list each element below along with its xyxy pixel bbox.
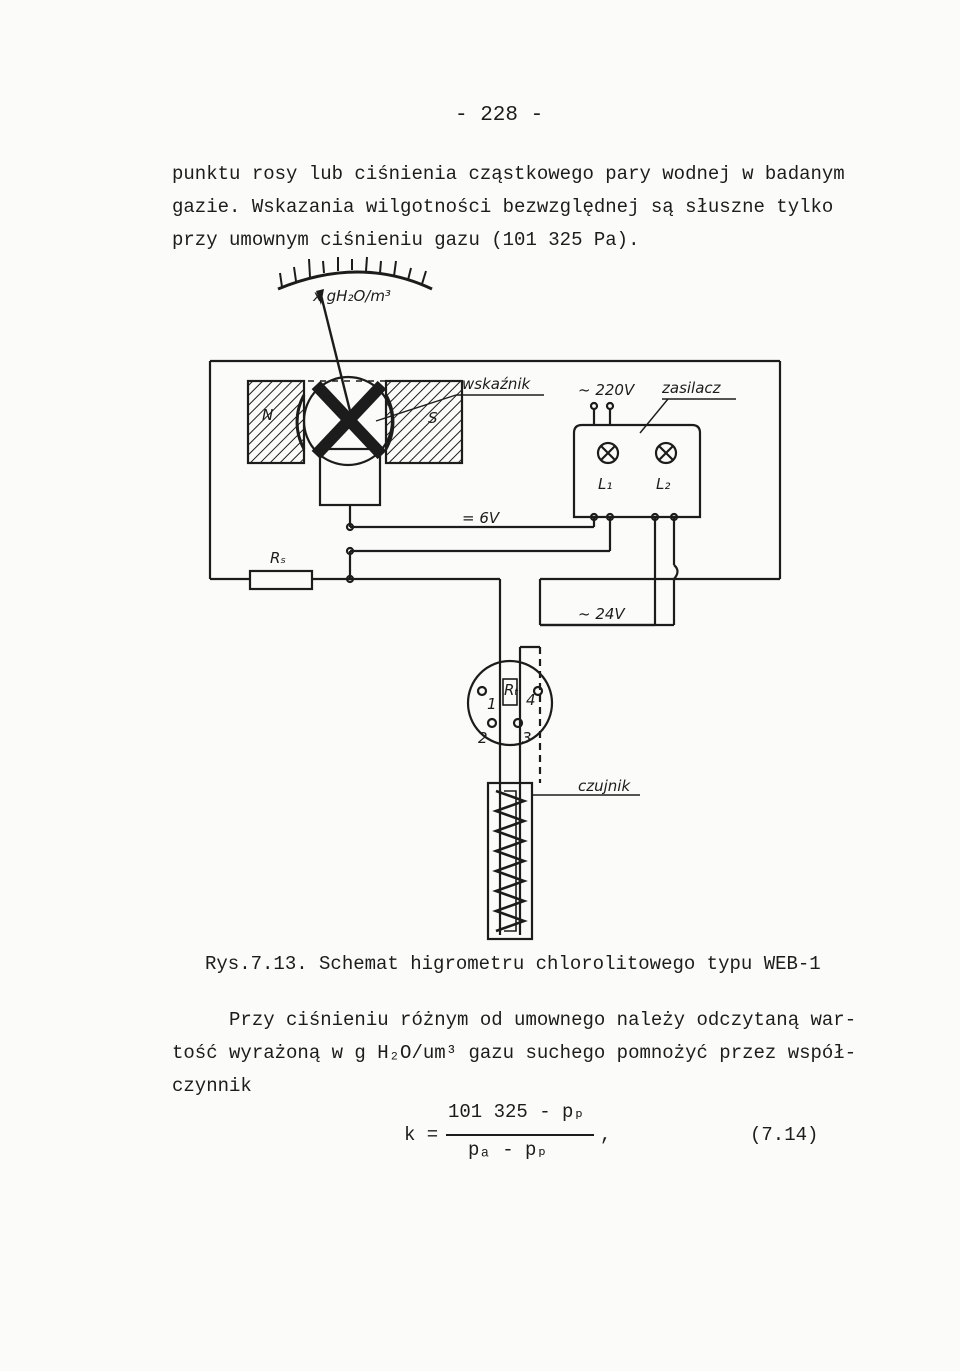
magnet-pole-s-label: S — [428, 409, 438, 427]
text-line: tość wyrażoną w g H₂O/um³ gazu suchego p… — [172, 1042, 857, 1064]
terminal-2-label: 2 — [478, 729, 488, 747]
thermistor-label: Rₜ — [504, 681, 519, 699]
mains-voltage-label: ~ 220V — [578, 381, 636, 399]
equation-7-14: k = 101 325 - pₚ pₐ - pₚ , (7.14) — [404, 1100, 864, 1170]
lamp-l2-label: L₂ — [656, 475, 670, 493]
dc-voltage-label: = 6V — [462, 509, 501, 527]
equation-number: (7.14) — [750, 1124, 819, 1146]
sensor-label: czujnik — [578, 777, 631, 795]
wiring — [208, 359, 782, 935]
terminal-3-label: 3 — [522, 729, 532, 747]
terminal-1-label: 1 — [487, 695, 497, 713]
meter-scale — [277, 256, 433, 291]
terminal-4-label: 4 — [526, 691, 536, 709]
meter-needle — [318, 290, 352, 412]
page-number: - 228 - — [455, 104, 544, 127]
text-line: czynnik — [172, 1075, 252, 1097]
power-supply-label: zasilacz — [661, 379, 722, 397]
equation-numerator: 101 325 - pₚ — [448, 1101, 585, 1123]
scale-unit-label: x gH₂O/m³ — [312, 287, 391, 305]
ac-voltage-label: ~ 24V — [578, 605, 626, 623]
power-supply-box — [572, 423, 702, 519]
body-paragraph: Przy ciśnieniu różnym od umownego należy… — [172, 1004, 856, 1103]
text-line: Przy ciśnieniu różnym od umownego należy… — [172, 1009, 857, 1031]
lamp-l1-icon — [596, 441, 620, 465]
text-line: przy umownym ciśnieniu gazu (101 325 Pa)… — [172, 229, 640, 251]
pointer-label: wskaźnik — [462, 375, 532, 393]
text-line: punktu rosy lub ciśnienia cząstkowego pa… — [172, 163, 845, 185]
intro-paragraph: punktu rosy lub ciśnienia cząstkowego pa… — [172, 158, 845, 257]
sensor-connector — [466, 659, 554, 747]
resistor-label: Rₛ — [270, 549, 286, 567]
equation-comma: , — [600, 1124, 612, 1146]
fraction-bar — [446, 1134, 594, 1136]
equation-lhs: k = — [404, 1124, 439, 1146]
equation-denominator: pₐ - pₚ — [468, 1139, 548, 1161]
sensor-body — [486, 781, 534, 941]
lamp-l1-label: L₁ — [598, 475, 612, 493]
figure-caption: Rys.7.13. Schemat higrometru chlorolitow… — [205, 953, 821, 975]
magnet-pole-n-label: N — [262, 406, 273, 424]
lamp-l2-icon — [654, 441, 678, 465]
text-line: gazie. Wskazania wilgotności bezwzględne… — [172, 196, 834, 218]
hygrometer-schematic: x gH₂O/m³ N S — [208, 256, 782, 941]
series-resistor — [248, 569, 314, 591]
